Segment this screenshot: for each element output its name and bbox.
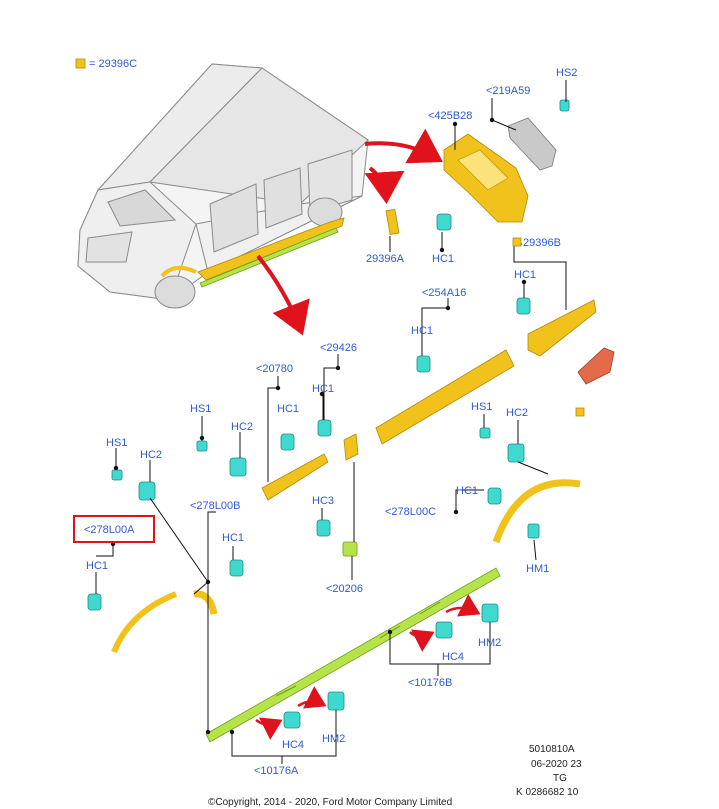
callout-HS1-rear-arch: HS1 <box>471 401 492 413</box>
callout-20780: <20780 <box>256 363 293 375</box>
callout-10176A: <10176A <box>254 765 299 777</box>
wheel-arch-278L00A <box>111 591 178 654</box>
callout-HS1-left: HS1 <box>106 437 127 449</box>
footer-copyright: ©Copyright, 2014 - 2020, Ford Motor Comp… <box>208 797 452 808</box>
running-board-10176 <box>205 567 501 743</box>
legend-swatch <box>75 58 86 69</box>
callout-HC1-rear: HC1 <box>514 269 536 281</box>
tail-lamp-part <box>577 347 615 385</box>
highlight-box-278L00A <box>73 515 155 543</box>
wheel-arch-278L00B <box>193 590 218 615</box>
fastener-group <box>87 99 570 729</box>
callout-HS1-20780: HS1 <box>190 403 211 415</box>
arrow-hm2-top <box>445 594 481 617</box>
leader-dots <box>110 117 527 735</box>
moulding-20780 <box>261 453 329 501</box>
callout-HS2-top: HS2 <box>556 67 577 79</box>
arrow-hc4-bot <box>255 717 283 740</box>
footer-line2: 06-2020 23 <box>531 759 582 770</box>
callout-254A16: <254A16 <box>422 287 466 299</box>
arrow-hc4-top <box>409 629 435 652</box>
part-29396A <box>385 208 400 235</box>
van-wheel-arch-highlight <box>160 265 197 278</box>
arrow-to-29396A <box>364 166 405 204</box>
callout-HC2-20780: HC2 <box>231 421 253 433</box>
callout-HC1-278L00A: HC1 <box>86 560 108 572</box>
callout-29396B: 29396B <box>523 237 561 249</box>
callout-425B28: <425B28 <box>428 110 472 122</box>
moulding-254A16-front <box>375 349 515 445</box>
callout-HC2-rear-arch: HC2 <box>506 407 528 419</box>
callout-HC1-20780: HC1 <box>277 403 299 415</box>
callout-HM1: HM1 <box>526 563 549 575</box>
callout-HC1-278L00C: HC1 <box>456 485 478 497</box>
callout-HC1-door: HC1 <box>432 253 454 265</box>
callout-HM2-top: HM2 <box>478 637 501 649</box>
van-sill-highlight <box>197 217 345 281</box>
callout-278L00C: <278L00C <box>385 506 436 518</box>
callout-HC1-278L00B: HC1 <box>222 532 244 544</box>
moulding-29426-small <box>343 433 359 461</box>
wheel-arch-278L00C <box>492 479 581 544</box>
footer-line3: TG <box>553 773 567 784</box>
moulding-29396B <box>527 299 597 357</box>
callout-10176B: <10176B <box>408 677 452 689</box>
callout-278L00A: <278L00A <box>84 524 135 536</box>
van-illustration <box>77 63 369 309</box>
callout-29426: <29426 <box>320 342 357 354</box>
arrow-hm2-bot <box>297 686 327 709</box>
callout-HC2-left: HC2 <box>140 449 162 461</box>
callout-278L00B: <278L00B <box>190 500 240 512</box>
callout-HC4-top: HC4 <box>442 651 464 663</box>
small-square-part <box>575 407 585 417</box>
arrow-to-door-trim <box>364 128 443 164</box>
legend-text: = 29396C <box>89 58 137 70</box>
callout-HM2-bottom: HM2 <box>322 733 345 745</box>
callout-29396A: 29396A <box>366 253 405 265</box>
legend-swatch-29396B <box>512 237 522 247</box>
callout-HC1-29426: HC1 <box>312 383 334 395</box>
seal-219A59-part <box>507 117 557 171</box>
footer-line1: 5010810A <box>529 744 575 755</box>
van-running-board-highlight <box>199 227 339 288</box>
callout-HC4-bottom: HC4 <box>282 739 304 751</box>
callout-20206: <20206 <box>326 583 363 595</box>
callout-219A59: <219A59 <box>486 85 530 97</box>
arrow-to-side-mouldings <box>256 254 310 336</box>
footer-line4: K 0286682 10 <box>516 787 579 798</box>
callout-HC3: HC3 <box>312 495 334 507</box>
callout-HC1-254A16: HC1 <box>411 325 433 337</box>
